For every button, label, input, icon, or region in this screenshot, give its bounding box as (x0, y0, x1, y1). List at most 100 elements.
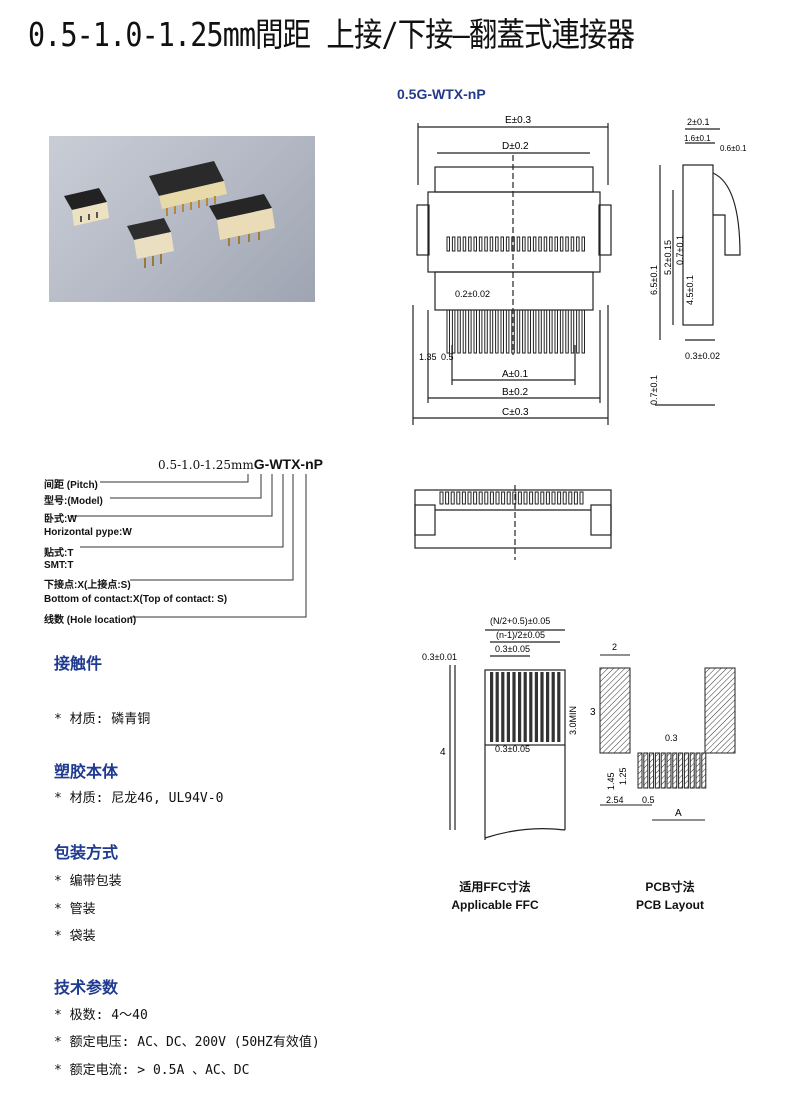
pcb-pad (654, 752, 660, 789)
pin-outline (581, 309, 585, 354)
spec-item: * 额定电压: AC、DC、200V (50HZ有效值) (54, 1035, 320, 1050)
pin-outline (484, 236, 488, 252)
pin-outline (484, 491, 489, 505)
dim-ffc-thickness: 0.3±0.01 (422, 652, 457, 662)
pin-outline (532, 309, 537, 354)
code-label-smt-en: SMT:T (44, 560, 74, 571)
ffc-conductor (518, 672, 522, 742)
connector-image-3 (127, 218, 174, 268)
pin-outline (559, 236, 564, 252)
dim-side-2: 2±0.1 (687, 117, 709, 127)
dim-0-5: 0.5 (441, 352, 454, 362)
dim-pcb-0-3: 0.3 (665, 733, 678, 743)
dim-side-0-3: 0.3±0.02 (685, 351, 720, 361)
ffc-conductor (495, 672, 499, 742)
pin-outline (505, 236, 510, 252)
pcb-pad (649, 752, 655, 789)
dim-side-6-5: 6.5±0.1 (649, 265, 659, 295)
pin-outline (570, 236, 575, 252)
pin-outline (446, 309, 450, 354)
pin-outline (527, 236, 531, 252)
code-label-horizontal-en: Horizontal pype:W (44, 527, 132, 538)
dim-1-35: 1.35 (419, 352, 437, 362)
pin-outline (516, 309, 521, 354)
pin-outline (446, 236, 450, 252)
pin-outline (457, 309, 461, 354)
dim-pcb-a: A (675, 808, 682, 819)
pin-outline (506, 491, 511, 505)
bottom-view-drawing (414, 485, 612, 560)
page-title: 0.5-1.0-1.25mm間距 上接/下接—翻蓋式連接器 (28, 15, 635, 54)
pcb-pad (643, 752, 649, 789)
pin-outline (570, 309, 575, 354)
dim-d: D±0.2 (502, 141, 529, 152)
code-label-hole-location: 线数 (Hole location) (44, 615, 137, 626)
pin-outline (527, 309, 531, 354)
pin-outline (573, 491, 578, 505)
ffc-conductor (512, 672, 516, 742)
pcb-pad (666, 752, 672, 789)
dim-ffc-3min: 3.0MIN (568, 706, 578, 735)
code-label-contact-en: Bottom of contact:X(Top of contact: S) (44, 594, 228, 605)
pin-outline (468, 309, 472, 354)
pin-outline (576, 236, 580, 252)
pin-outline (439, 491, 444, 505)
pin-outline (579, 491, 584, 505)
spec-item: * 管装 (54, 902, 96, 917)
pin-outline (484, 309, 488, 354)
pin-outline (489, 491, 494, 505)
pin-outline (456, 491, 461, 505)
pin-outline (549, 309, 553, 354)
ffc-conductor (501, 672, 505, 742)
pin-outline (549, 236, 553, 252)
pin-outline (489, 236, 494, 252)
dim-pcb-2-54: 2.54 (606, 795, 624, 805)
pcb-pad (701, 752, 707, 789)
pin-outline (478, 491, 483, 505)
ffc-caption-cn: 适用FFC寸法 (459, 880, 531, 894)
pin-outline (495, 236, 499, 252)
section-heading-packaging: 包装方式 (54, 843, 119, 862)
pcb-pad (695, 752, 701, 789)
pin-outline (478, 236, 483, 252)
pin-outline (500, 236, 504, 252)
dim-pcb-1-25: 1.25 (618, 767, 628, 785)
code-label-smt-cn: 贴式:T (44, 548, 74, 559)
dim-ffc-width: (N/2+0.5)±0.05 (490, 616, 550, 626)
pin-outline (473, 309, 477, 354)
dim-ffc-4: 4 (440, 747, 446, 758)
pcb-caption-en: PCB Layout (635, 898, 704, 912)
pin-outline (478, 309, 483, 354)
spec-item: * 额定电流: > 0.5A 、AC、DC (54, 1063, 250, 1078)
pin-outline (581, 236, 585, 252)
dim-e: E±0.3 (505, 115, 531, 126)
part-code-prefix: 0.5-1.0-1.25mm (158, 458, 254, 472)
pin-outline (545, 491, 550, 505)
connector-image-2 (64, 188, 109, 226)
ffc-conductor (540, 672, 544, 742)
ffc-conductor (551, 672, 555, 742)
section-heading-housing: 塑胶本体 (54, 762, 119, 781)
section-heading-specs: 技术参数 (54, 978, 119, 997)
pin-outline (538, 309, 542, 354)
pin-outline (505, 309, 510, 354)
pin-outline (473, 491, 478, 505)
pin-outline (451, 236, 456, 252)
ffc-caption-en: Applicable FFC (451, 898, 539, 912)
dim-side-5-2: 5.2±0.15 (663, 240, 673, 275)
dim-a: A±0.1 (502, 369, 528, 380)
ffc-conductor (534, 672, 538, 742)
product-photo (49, 136, 315, 302)
dim-side-4-5: 4.5±0.1 (685, 275, 695, 305)
code-label-contact-cn: 下接点:X(上接点:S) (44, 580, 131, 591)
dim-pin-width: 0.2±0.02 (455, 289, 490, 299)
ffc-drawing: (N/2+0.5)±0.05 (n-1)/2±0.05 0.3±0.05 0.3… (422, 616, 578, 840)
ffc-conductor (546, 672, 550, 742)
pin-outline (540, 491, 545, 505)
part-code: 0.5-1.0-1.25mmG-WTX-nP (158, 456, 323, 472)
pin-outline (495, 491, 500, 505)
pin-outline (522, 236, 526, 252)
dim-side-0-7-b: 0.7±0.1 (649, 375, 659, 405)
pin-outline (462, 236, 467, 252)
model-number: 0.5G-WTX-nP (397, 86, 486, 102)
